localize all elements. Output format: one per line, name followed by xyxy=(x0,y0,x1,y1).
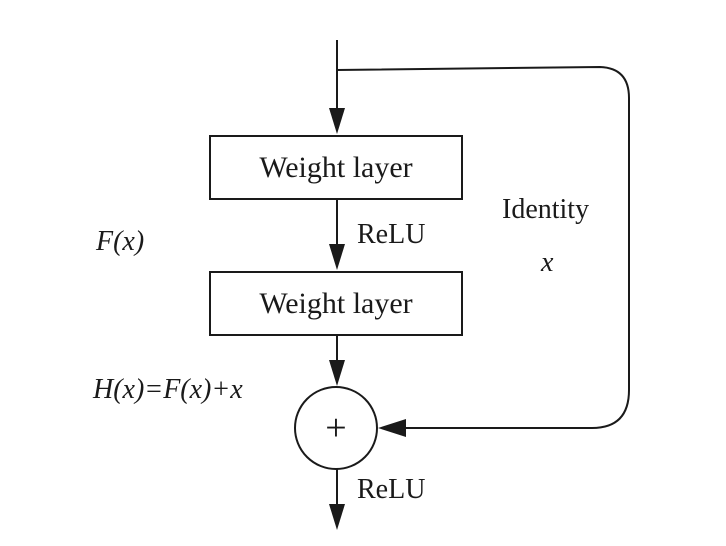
input-arrowhead xyxy=(329,108,345,134)
to-sum-arrowhead xyxy=(329,360,345,386)
hx-formula-label: H(x)=F(x)+x xyxy=(93,374,243,405)
identity-shortcut-line xyxy=(336,65,630,429)
identity-variable-label: x xyxy=(541,247,554,278)
identity-arrowhead xyxy=(378,419,406,437)
identity-label: Identity xyxy=(502,194,590,225)
relu-out-label: ReLU xyxy=(357,474,426,505)
weight-layer-2: Weight layer xyxy=(209,271,463,336)
relu-mid-arrowhead xyxy=(329,244,345,270)
sum-symbol: + xyxy=(325,407,347,449)
relu-mid-label: ReLU xyxy=(357,219,426,250)
output-arrowhead xyxy=(329,504,345,530)
weight-layer-1: Weight layer xyxy=(209,135,463,200)
weight-layer-2-label: Weight layer xyxy=(259,286,413,320)
weight-layer-1-label: Weight layer xyxy=(259,150,413,184)
fx-label: F(x) xyxy=(96,226,145,257)
